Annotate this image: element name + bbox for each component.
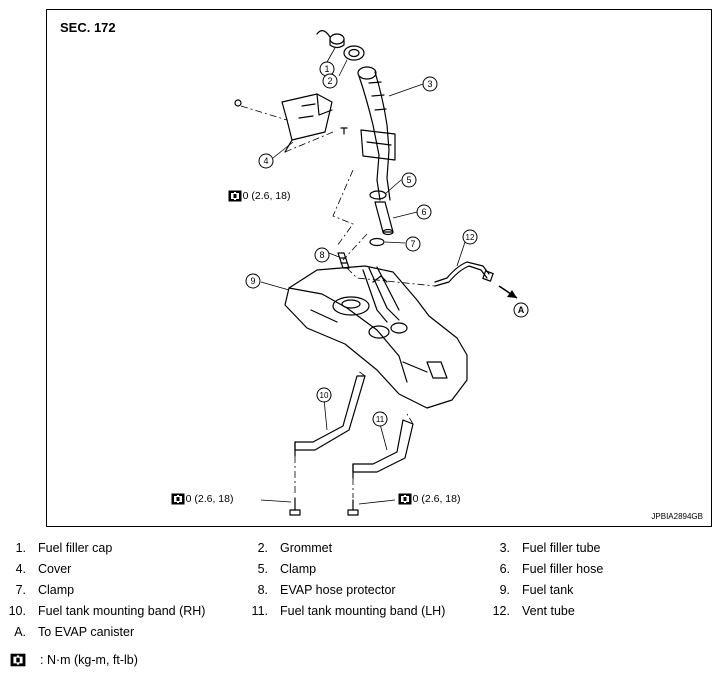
cover-bolt-left [234, 99, 242, 107]
fuel-filler-hose-part [374, 201, 394, 236]
grommet-part [343, 45, 365, 61]
legend-item: 10.Fuel tank mounting band (RH) [8, 604, 206, 618]
torque-wrench-icon [398, 493, 412, 505]
fuel-filler-tube-part [357, 66, 396, 201]
legend-item: 4.Cover [15, 562, 72, 576]
evap-canister-arrow-icon [498, 285, 518, 299]
torque-band-lh-value: 25.0 (2.6, 18) [398, 493, 461, 505]
torque-cover-value: 25.0 (2.6, 18) [228, 190, 291, 202]
mounting-band-lh-part [352, 419, 414, 479]
callout-12: 12 [466, 233, 475, 242]
callout-3: 3 [427, 79, 432, 89]
unit-note-text: : N·m (kg-m, ft-lb) [40, 653, 138, 667]
legend-item: 3.Fuel filler tube [499, 541, 601, 555]
callout-5: 5 [406, 175, 411, 185]
callout-10: 10 [320, 391, 329, 400]
callout-2: 2 [327, 76, 332, 86]
torque-wrench-icon [171, 493, 185, 505]
callout-9: 9 [250, 276, 255, 286]
legend-item: 8.EVAP hose protector [257, 583, 396, 597]
legend-item: 7.Clamp [15, 583, 75, 597]
band-rh-bolt [289, 497, 301, 516]
callout-1: 1 [324, 64, 329, 74]
legend-item: 1.Fuel filler cap [15, 541, 113, 555]
fuel-tank-part [284, 265, 468, 409]
torque-wrench-icon [228, 190, 242, 202]
exploded-diagram: 1 2 3 4 5 6 7 8 9 10 11 12 A [234, 30, 529, 516]
torque-cover: 25.0 (2.6, 18) [228, 190, 290, 202]
torque-wrench-icon [10, 653, 26, 667]
callout-labels: 1 2 3 4 5 6 7 8 9 10 11 12 A [250, 64, 524, 424]
leader-lines [260, 47, 468, 505]
torque-band-rh: 25.0 (2.6, 18) [171, 493, 233, 505]
legend-item: 12.Vent tube [492, 604, 575, 618]
section-label: SEC. 172 [60, 20, 116, 35]
fuel-filler-cap-part [316, 30, 345, 49]
cover-part [281, 93, 333, 153]
mounting-band-rh-part [294, 375, 366, 457]
evap-hose-protector-part [337, 252, 350, 269]
legend-item: 6.Fuel filler hose [499, 562, 604, 576]
callout-4: 4 [263, 156, 268, 166]
legend-item: 9.Fuel tank [499, 583, 574, 597]
callout-8: 8 [319, 250, 324, 260]
torque-band-rh-value: 25.0 (2.6, 18) [171, 493, 234, 505]
callout-circles [245, 61, 529, 427]
assembly-lines [240, 105, 436, 498]
legend-item: 11.Fuel tank mounting band (LH) [251, 604, 446, 618]
callout-6: 6 [421, 207, 426, 217]
legend-item: 2.Grommet [257, 541, 333, 555]
callout-7: 7 [410, 239, 415, 249]
legend-item: A.To EVAP canister [14, 625, 135, 639]
torque-band-lh: 25.0 (2.6, 18) [398, 493, 460, 505]
band-lh-bolt [347, 499, 359, 516]
cover-bolt-right [340, 127, 348, 135]
clamp-lower-part [369, 237, 385, 247]
callout-a: A [518, 305, 525, 315]
figure-code: JPBIA2894GB [651, 512, 703, 521]
unit-note: : N·m (kg-m, ft-lb) [10, 653, 138, 667]
callout-11: 11 [376, 415, 385, 424]
legend-item: 5.Clamp [257, 562, 317, 576]
clamp-upper-part [369, 190, 387, 200]
exploded-diagram-frame: SEC. 172 [46, 9, 712, 527]
vent-tube-part [434, 261, 494, 287]
